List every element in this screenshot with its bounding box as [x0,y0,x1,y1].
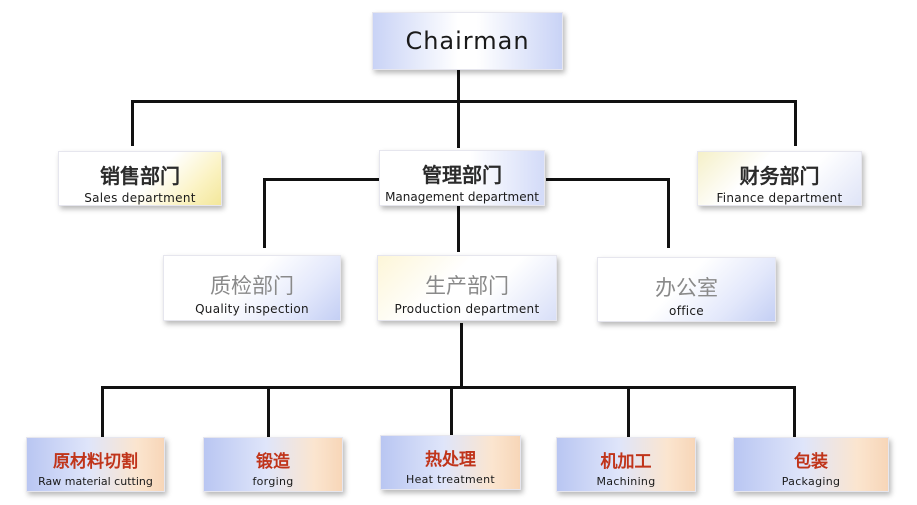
connector-machining-drop [627,386,630,438]
connector-packaging-drop [793,386,796,438]
packaging-cn: 包装 [794,452,828,472]
office-box: 办公室 office [597,257,776,322]
connector-quality-drop [263,178,266,248]
machining-cn: 机加工 [600,452,652,472]
connector-management-drop [457,100,460,148]
packaging-box: 包装 Packaging [733,437,889,492]
connector-mgmt-left [263,178,381,181]
quality-inspection-en: Quality inspection [195,302,309,316]
production-department-cn: 生产部门 [425,274,509,298]
quality-inspection-cn: 质检部门 [210,274,294,298]
connector-bottom-horizontal [101,386,796,389]
heat-treatment-cn: 热处理 [425,450,476,470]
connector-raw-drop [101,386,104,438]
connector-heat-drop [450,386,453,438]
packaging-en: Packaging [781,475,841,488]
office-en: office [669,304,704,318]
sales-department-cn: 销售部门 [100,164,180,188]
raw-material-cutting-cn: 原材料切割 [53,452,138,472]
sales-department-box: 销售部门 Sales department [58,151,222,206]
connector-office-drop [667,178,670,248]
finance-department-cn: 财务部门 [739,164,820,188]
chairman-box: Chairman [372,12,563,70]
connector-chairman-down [457,70,460,102]
connector-forging-drop [267,386,270,438]
production-department-en: Production department [394,302,540,316]
management-department-en: Management department [385,190,539,204]
management-department-cn: 管理部门 [422,163,502,187]
connector-production-down [460,323,463,389]
connector-mgmt-right [546,178,670,181]
connector-sales-drop [131,100,134,146]
finance-department-box: 财务部门 Finance department [697,151,862,206]
production-department-box: 生产部门 Production department [377,255,557,321]
forging-box: 锻造 forging [203,437,343,492]
raw-material-cutting-en: Raw material cutting [38,475,153,488]
finance-department-en: Finance department [716,191,843,205]
sales-department-en: Sales department [84,191,196,205]
forging-cn: 锻造 [256,452,290,472]
machining-en: Machining [596,475,656,488]
forging-en: forging [252,475,294,488]
connector-production-drop [457,206,460,252]
quality-inspection-box: 质检部门 Quality inspection [163,255,341,321]
management-department-box: 管理部门 Management department [379,150,545,206]
machining-box: 机加工 Machining [556,437,696,492]
office-cn: 办公室 [655,276,718,300]
chairman-label: Chairman [405,27,530,55]
heat-treatment-box: 热处理 Heat treatment [380,435,521,490]
heat-treatment-en: Heat treatment [406,473,495,486]
connector-top-horizontal [131,100,797,103]
raw-material-cutting-box: 原材料切割 Raw material cutting [26,437,165,492]
connector-finance-drop [794,100,797,146]
